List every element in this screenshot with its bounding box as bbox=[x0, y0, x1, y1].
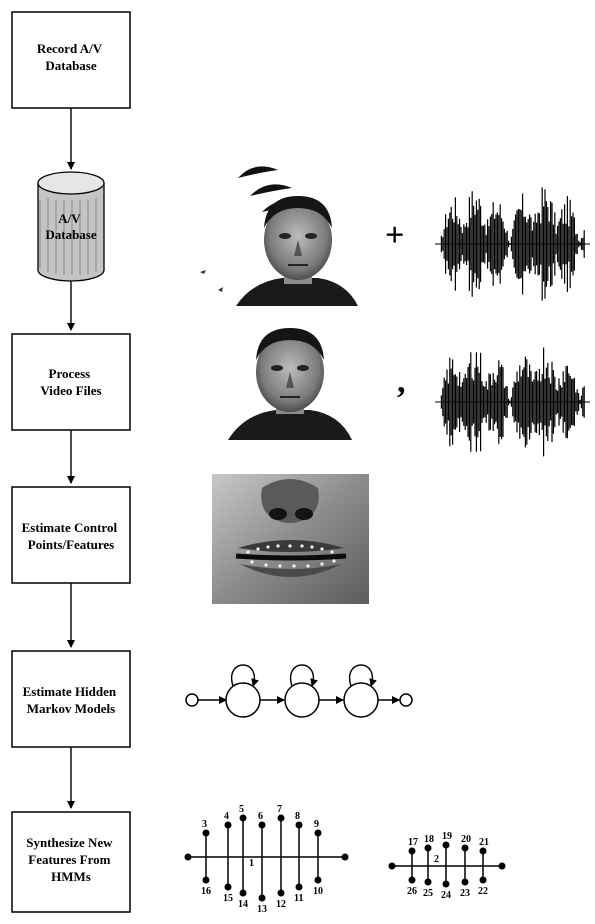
outer-bottom-label: 15 bbox=[223, 893, 233, 904]
inner-point-bottom bbox=[461, 878, 469, 886]
audio-waveform-1 bbox=[435, 187, 590, 301]
outer-top-label: 9 bbox=[314, 819, 319, 830]
outer-center-label: 1 bbox=[249, 858, 254, 869]
outer-top-label: 5 bbox=[239, 804, 244, 815]
inner-bottom-label: 25 bbox=[423, 888, 433, 899]
processed-face-image bbox=[228, 328, 352, 440]
hmm-state-chain bbox=[185, 664, 413, 718]
svg-text:Estimate Hidden Markov M: Estimate Hidden Markov Models bbox=[23, 684, 120, 716]
mouth-model-outer: 1 3 16 4 15 5 14 6 13 7 12 8 11 9 10 bbox=[184, 804, 349, 915]
outer-point-bottom bbox=[202, 876, 210, 884]
step-6-line-3: HMMs bbox=[51, 869, 91, 884]
hmm-exit-node bbox=[399, 693, 413, 707]
hmm-entry-node bbox=[185, 693, 199, 707]
inner-bottom-label: 26 bbox=[407, 886, 417, 897]
inner-point-top bbox=[408, 847, 416, 855]
inner-bottom-label: 22 bbox=[478, 886, 488, 897]
outer-bottom-label: 16 bbox=[201, 886, 211, 897]
outer-top-label: 4 bbox=[224, 811, 229, 822]
outer-point-top bbox=[314, 829, 322, 837]
inner-center-label: 2 bbox=[434, 854, 439, 865]
outer-top-label: 6 bbox=[258, 811, 263, 822]
svg-text:Estimate Control Points/: Estimate Control Points/Features bbox=[22, 520, 121, 552]
inner-point-bottom bbox=[424, 878, 432, 886]
mouth-model-inner: 2 17 26 18 25 19 24 20 23 21 22 bbox=[388, 831, 506, 901]
step-4-line-2: Points/Features bbox=[28, 537, 114, 552]
step-synthesize-features: Synthesize New Features From HMMs bbox=[11, 811, 131, 913]
outer-point-bottom bbox=[224, 883, 232, 891]
outer-bottom-label: 11 bbox=[294, 893, 303, 904]
inner-top-label: 18 bbox=[424, 834, 434, 845]
step-5-line-2: Markov Models bbox=[27, 701, 115, 716]
inner-point-top bbox=[424, 844, 432, 852]
mouth-closeup-image bbox=[212, 474, 369, 604]
step-5-line-1: Estimate Hidden bbox=[23, 684, 117, 699]
outer-point-top bbox=[224, 821, 232, 829]
step-record-av-database: Record A/V Database bbox=[11, 11, 131, 109]
inner-point-bottom bbox=[479, 876, 487, 884]
outer-point-top bbox=[258, 821, 266, 829]
outer-point-top bbox=[202, 829, 210, 837]
step-6-line-2: Features From bbox=[28, 852, 110, 867]
step-process-video-files: Process Video Files bbox=[11, 333, 131, 431]
svg-text:Synthesize New Features: Synthesize New Features From HMMs bbox=[26, 835, 116, 884]
inner-point-bottom bbox=[408, 876, 416, 884]
outer-top-label: 7 bbox=[277, 804, 282, 815]
database-label-line-2: Database bbox=[45, 227, 97, 242]
outer-point-bottom bbox=[314, 876, 322, 884]
step-estimate-control-points: Estimate Control Points/Features bbox=[11, 486, 131, 584]
outer-point-top bbox=[295, 821, 303, 829]
outer-point-top bbox=[277, 814, 285, 822]
svg-text:A/V Database: A/V Database bbox=[45, 211, 97, 242]
plus-symbol: + bbox=[385, 217, 404, 254]
outer-bottom-label: 13 bbox=[257, 904, 267, 915]
step-3-line-2: Video Files bbox=[40, 383, 101, 398]
svg-text:Record A/V Database: Record A/V Database bbox=[37, 41, 105, 73]
av-database-cylinder: A/V Database bbox=[37, 171, 105, 282]
outer-point-top bbox=[239, 814, 247, 822]
step-6-line-1: Synthesize New bbox=[26, 835, 113, 850]
outer-point-bottom bbox=[239, 889, 247, 897]
step-1-line-1: Record A/V bbox=[37, 41, 103, 56]
inner-bottom-label: 23 bbox=[460, 888, 470, 899]
step-3-line-1: Process bbox=[49, 366, 91, 381]
outer-point-bottom bbox=[295, 883, 303, 891]
outer-top-label: 8 bbox=[295, 811, 300, 822]
inner-point-top bbox=[442, 841, 450, 849]
outer-bottom-label: 14 bbox=[238, 899, 248, 910]
outer-top-label: 3 bbox=[202, 819, 207, 830]
step-estimate-hmm: Estimate Hidden Markov Models bbox=[11, 650, 131, 748]
outer-point-bottom bbox=[277, 889, 285, 897]
database-label-line-1: A/V bbox=[58, 211, 81, 226]
outer-bottom-label: 12 bbox=[276, 899, 286, 910]
svg-text:Process Video Files: Process Video Files bbox=[40, 366, 101, 398]
face-image-with-motion bbox=[200, 166, 358, 306]
inner-point-bottom bbox=[442, 880, 450, 888]
inner-top-label: 20 bbox=[461, 834, 471, 845]
step-1-line-2: Database bbox=[45, 58, 97, 73]
inner-bottom-label: 24 bbox=[441, 890, 451, 901]
inner-top-label: 21 bbox=[479, 837, 489, 848]
outer-bottom-label: 10 bbox=[313, 886, 323, 897]
inner-top-label: 19 bbox=[442, 831, 452, 842]
inner-point-top bbox=[461, 844, 469, 852]
inner-top-label: 17 bbox=[408, 837, 418, 848]
audio-waveform-2 bbox=[435, 347, 590, 457]
step-4-line-1: Estimate Control bbox=[22, 520, 118, 535]
inner-point-top bbox=[479, 847, 487, 855]
hmm-state-2 bbox=[284, 682, 320, 718]
hmm-state-1 bbox=[225, 682, 261, 718]
comma-symbol: , bbox=[397, 363, 406, 400]
outer-point-bottom bbox=[258, 894, 266, 902]
hmm-state-3 bbox=[343, 682, 379, 718]
